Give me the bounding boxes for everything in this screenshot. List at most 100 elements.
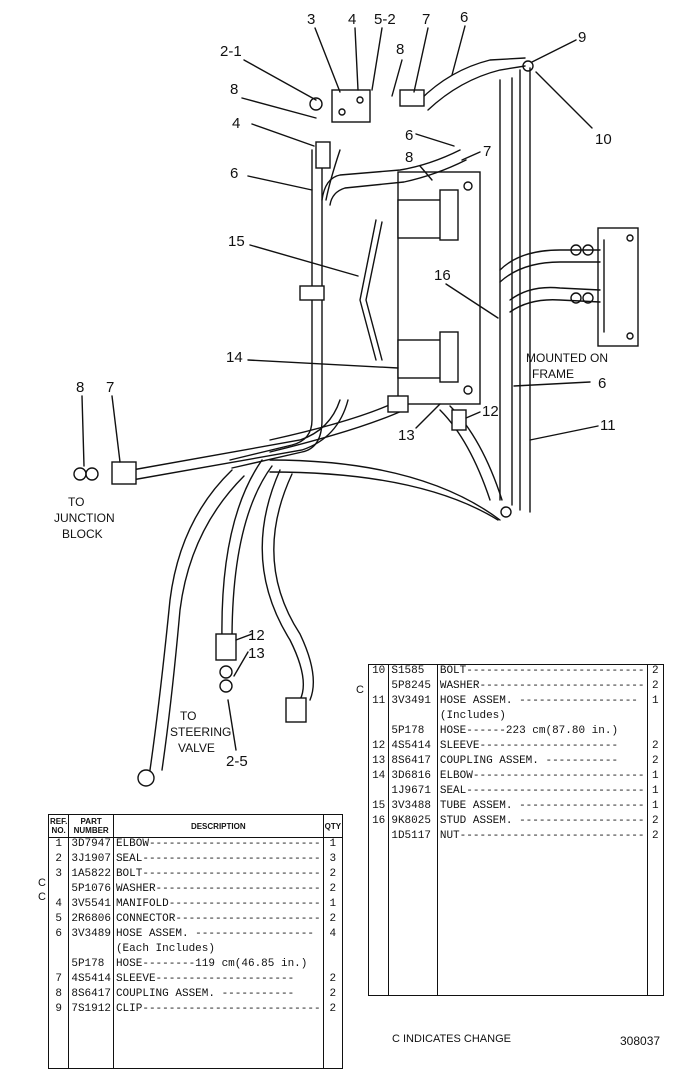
change-mark: C (356, 684, 364, 696)
ref-no-cell (368, 725, 390, 740)
manifold (331, 89, 371, 123)
ref-no-cell (47, 958, 70, 973)
table-row: 5P178 HOSE--------119 cm(46.85 in.) (47, 958, 343, 973)
callout-15: 15 (228, 233, 245, 250)
description-cell: STUD ASSEM. ------------------- (437, 815, 648, 830)
qty-cell: 1 (651, 695, 659, 707)
description-cell: TUBE ASSEM. ------------------- (437, 800, 648, 815)
note-junction-1: TO (68, 495, 84, 509)
part-number-cell (388, 710, 438, 725)
part-number-cell: 3J1907 (68, 853, 114, 868)
description-cell: ELBOW-------------------------- (112, 837, 324, 853)
part-number-cell: 3D7947 (68, 837, 114, 853)
description-cell: SEAL--------------------------- (112, 853, 324, 868)
description-cell: BOLT--------------------------- (112, 868, 324, 883)
callout-11: 11 (600, 417, 616, 434)
callout-13: 13 (248, 645, 265, 662)
description-cell: (Each Includes) (112, 943, 324, 958)
header-ref-no: REF. NO. (47, 814, 70, 838)
description-cell: BOLT--------------------------- (437, 664, 648, 680)
description-cell: CLIP--------------------------- (112, 1003, 324, 1018)
qty-cell: 2 (322, 973, 343, 988)
callout-9: 9 (578, 29, 586, 46)
ref-no-cell (47, 943, 70, 958)
ref-no-cell (368, 680, 390, 695)
callout-12: 12 (482, 403, 499, 420)
note-junction-2: JUNCTION (54, 511, 115, 525)
qty-cell: 2 (651, 830, 659, 842)
ref-no-cell: 5 (47, 913, 70, 928)
part-number-cell: 5P178 (68, 958, 114, 973)
description-cell: MANIFOLD----------------------- (112, 898, 324, 913)
qty-cell: 1 (322, 837, 343, 853)
qty-cell: 2 (651, 680, 659, 692)
ref-no-cell: 7 (47, 973, 70, 988)
description-cell: CONNECTOR---------------------- (112, 913, 324, 928)
description-cell: HOSE ASSEM. ------------------ (437, 695, 648, 710)
table-filler-row (47, 1018, 343, 1069)
callout-6: 6 (460, 9, 468, 26)
callout-8: 8 (396, 41, 404, 58)
description-cell: WASHER------------------------- (112, 883, 324, 898)
qty-cell (647, 710, 664, 725)
part-number-cell: 5P8245 (388, 680, 438, 695)
callout-2-5: 2-5 (226, 753, 248, 770)
ref-no-cell: 3 (47, 868, 70, 883)
note-junction-3: BLOCK (62, 527, 103, 541)
qty-cell: 2 (322, 988, 343, 1003)
part-number-cell: 5P1076 (68, 883, 114, 898)
callout-3: 3 (307, 11, 315, 28)
qty-cell: 2 (651, 815, 659, 827)
ref-no-cell: 8 (47, 988, 70, 1003)
part-number-cell: 1A5822 (68, 868, 114, 883)
callout-12: 12 (248, 627, 265, 644)
header-part-number: PART NUMBER (68, 814, 114, 838)
hose-to-junction (131, 399, 341, 471)
header-qty: QTY (322, 814, 344, 838)
note-mounted-1: MOUNTED ON (526, 351, 608, 365)
qty-cell: 2 (651, 755, 659, 767)
part-number-cell: 3V3489 (68, 928, 114, 943)
ref-no-cell: 1 (47, 837, 70, 853)
description-cell: COUPLING ASSEM. ----------- (437, 755, 648, 770)
callout-10: 10 (595, 131, 612, 148)
callout-7: 7 (106, 379, 114, 396)
qty-cell: 2 (322, 1003, 343, 1018)
part-number-cell: 4S5414 (68, 973, 114, 988)
callout-13: 13 (398, 427, 415, 444)
callout-7: 7 (483, 143, 491, 160)
description-cell: HOSE------223 cm(87.80 in.) (437, 725, 648, 740)
part-number-cell: 7S1912 (68, 1003, 114, 1018)
ref-no-cell: 13 (368, 755, 390, 770)
callout-6: 6 (230, 165, 238, 182)
table-row: 5P178 HOSE------223 cm(87.80 in.) (368, 725, 664, 740)
part-number-cell: 8S6417 (68, 988, 114, 1003)
ref-no-cell: 2 (47, 853, 70, 868)
hose-assem-6-left (229, 149, 313, 461)
description-cell: SLEEVE--------------------- (112, 973, 324, 988)
description-cell: NUT---------------------------- (437, 830, 648, 845)
description-cell: (Includes) (437, 710, 648, 725)
tube-assem-15 (359, 219, 377, 361)
qty-cell (322, 943, 343, 958)
callout-8: 8 (405, 149, 413, 166)
description-cell: COUPLING ASSEM. ----------- (112, 988, 324, 1003)
callout-8: 8 (76, 379, 84, 396)
ref-no-cell (368, 830, 390, 845)
hydraulic-hose-diagram: 3 4 5-2 7 6 9 2-1 8 8 4 10 6 8 7 6 15 16… (54, 9, 639, 787)
part-number-cell: 3V3491 (388, 695, 438, 710)
qty-cell: 2 (322, 868, 343, 883)
